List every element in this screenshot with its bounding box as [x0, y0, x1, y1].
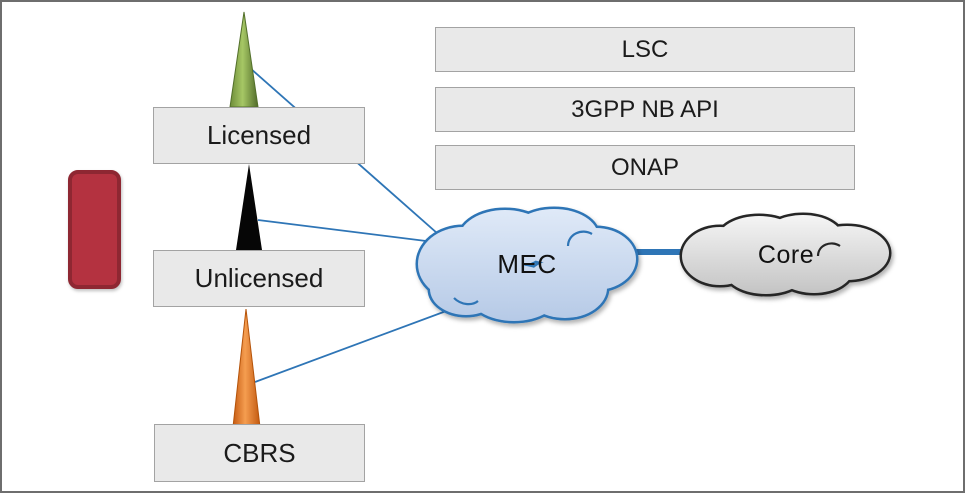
mec-cloud: [418, 209, 636, 321]
licensed-antenna-icon: [229, 11, 259, 108]
nb-api-box-label: 3GPP NB API: [571, 95, 719, 123]
mec-cloud-label: MEC: [497, 249, 557, 279]
unlicensed-box: Unlicensed: [153, 250, 365, 307]
cbrs-box-label: CBRS: [223, 437, 296, 468]
cbrs-antenna-icon: [232, 308, 261, 428]
onap-box-label: ONAP: [610, 153, 679, 181]
nb-api-box: 3GPP NB API: [435, 87, 855, 132]
onap-box: ONAP: [435, 145, 855, 190]
unlicensed-antenna-icon: [236, 164, 262, 250]
core-cloud: [682, 215, 889, 294]
link-unlicensed-to-mec: [257, 219, 443, 244]
lsc-box-label: LSC: [621, 35, 669, 63]
licensed-box-label: Licensed: [206, 120, 312, 150]
core-cloud-label: Core: [757, 241, 815, 269]
unlicensed-box-label: Unlicensed: [194, 263, 324, 293]
cbrs-box: CBRS: [154, 424, 365, 482]
licensed-box: Licensed: [153, 107, 365, 164]
link-cbrs-to-mec: [254, 306, 458, 383]
lsc-box: LSC: [435, 27, 855, 72]
device-icon: [68, 170, 121, 289]
